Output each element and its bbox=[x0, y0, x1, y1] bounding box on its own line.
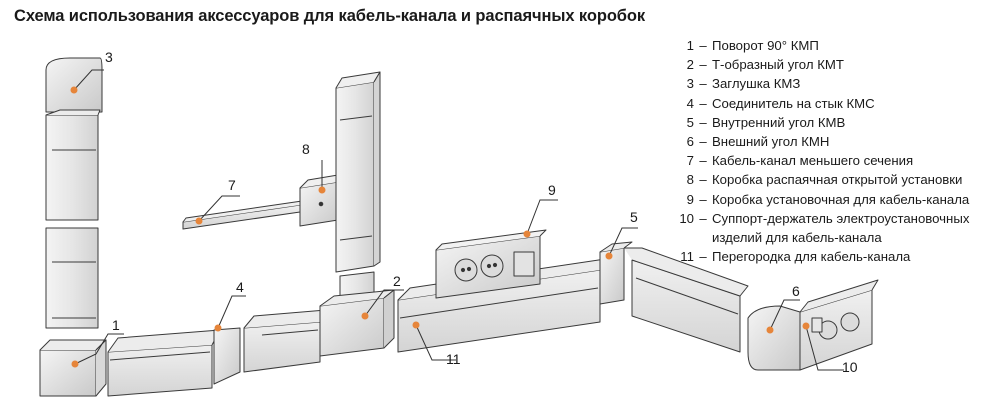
callout-dots bbox=[70, 86, 810, 368]
legend-item: 5–Внутренний угол КМВ bbox=[668, 113, 986, 132]
legend-num: 11 bbox=[680, 249, 694, 265]
legend-num: 3 bbox=[686, 76, 694, 92]
callout-dot-2 bbox=[361, 312, 369, 320]
callout-dot-5 bbox=[605, 252, 613, 260]
callout-dot-9 bbox=[523, 230, 531, 238]
small-duct bbox=[182, 200, 303, 230]
callout-dot-10 bbox=[802, 322, 810, 330]
legend-num: 9 bbox=[686, 191, 694, 207]
legend-text: Коробка установочная для кабель-канала bbox=[712, 191, 970, 207]
legend-num: 6 bbox=[686, 134, 694, 150]
legend-dash: – bbox=[699, 134, 707, 150]
t-corner bbox=[319, 289, 395, 357]
page-title: Схема использования аксессуаров для кабе… bbox=[14, 7, 646, 25]
callout-label-9: 9 bbox=[548, 182, 556, 198]
legend: 1–Поворот 90° КМП 2–Т-образный угол КМТ … bbox=[668, 36, 986, 266]
legend-dash: – bbox=[699, 76, 707, 92]
legend-dash: – bbox=[699, 249, 707, 265]
callout-dot-3 bbox=[70, 86, 78, 94]
legend-num: 10 bbox=[679, 210, 694, 226]
legend-dash: – bbox=[699, 191, 707, 207]
callout-dot-1 bbox=[71, 360, 79, 368]
legend-dash: – bbox=[699, 38, 707, 53]
callout-label-4: 4 bbox=[236, 279, 244, 295]
legend-text: Т-образный угол КМТ bbox=[712, 57, 844, 73]
legend-text: Внешний угол КМН bbox=[712, 134, 830, 150]
legend-num: 7 bbox=[686, 153, 694, 169]
legend-text: Соединитель на стык КМС bbox=[712, 95, 875, 111]
legend-text: Поворот 90° КМП bbox=[712, 38, 819, 53]
callout-label-2: 2 bbox=[393, 273, 401, 289]
legend-item: 6–Внешний угол КМН bbox=[668, 132, 986, 151]
legend-item: 8–Коробка распаячная открытой установки bbox=[668, 170, 986, 189]
inner-corner bbox=[599, 241, 749, 353]
callout-dot-11 bbox=[412, 321, 420, 329]
legend-dash: – bbox=[699, 57, 707, 73]
callout-label-8: 8 bbox=[302, 141, 310, 157]
vertical-duct-middle bbox=[335, 71, 381, 305]
legend-dash: – bbox=[699, 172, 707, 188]
legend-num: 8 bbox=[686, 172, 694, 188]
callout-label-6: 6 bbox=[792, 283, 800, 299]
legend-text: Перегородка для кабель-канала bbox=[712, 249, 911, 265]
callout-label-7: 7 bbox=[228, 177, 236, 193]
legend-num: 2 bbox=[686, 57, 694, 73]
legend-text: Коробка распаячная открытой установки bbox=[712, 172, 963, 188]
legend-item: 10–Суппорт-держатель электроустановочных… bbox=[668, 209, 986, 247]
callout-dot-4 bbox=[214, 324, 222, 332]
callout-leaders bbox=[73, 69, 844, 371]
legend-num: 5 bbox=[686, 114, 694, 130]
callout-label-1: 1 bbox=[112, 317, 120, 333]
horizontal-duct-main bbox=[397, 229, 613, 353]
legend-item: 1–Поворот 90° КМП bbox=[668, 36, 986, 55]
legend-item: 4–Соединитель на стык КМС bbox=[668, 94, 986, 113]
legend-item: 2–Т-образный угол КМТ bbox=[668, 55, 986, 74]
callout-label-11: 11 bbox=[446, 351, 461, 367]
legend-text: Суппорт-держатель электроустановочных из… bbox=[712, 210, 970, 246]
legend-text: Кабель-канал меньшего сечения bbox=[712, 153, 914, 169]
callout-dot-6 bbox=[766, 326, 774, 334]
legend-item: 3–Заглушка КМЗ bbox=[668, 74, 986, 93]
legend-text: Внутренний угол КМВ bbox=[712, 114, 846, 130]
legend-num: 1 bbox=[686, 38, 694, 53]
legend-item: 7–Кабель-канал меньшего сечения bbox=[668, 151, 986, 170]
callout-label-3: 3 bbox=[105, 49, 113, 65]
legend-dash: – bbox=[699, 114, 707, 130]
outer-corner bbox=[747, 279, 879, 371]
legend-item: 9–Коробка установочная для кабель-канала bbox=[668, 190, 986, 209]
legend-item: 11–Перегородка для кабель-канала bbox=[668, 247, 986, 266]
legend-dash: – bbox=[699, 153, 707, 169]
horizontal-duct-left bbox=[107, 309, 327, 397]
callout-label-10: 10 bbox=[842, 359, 858, 375]
legend-dash: – bbox=[699, 95, 707, 111]
legend-dash: – bbox=[699, 210, 707, 226]
legend-num: 4 bbox=[686, 95, 694, 111]
vertical-duct-left bbox=[39, 57, 107, 397]
legend-text: Заглушка КМЗ bbox=[712, 76, 801, 92]
callout-label-5: 5 bbox=[630, 209, 638, 225]
callout-dot-8 bbox=[318, 186, 326, 194]
callout-dot-7 bbox=[195, 217, 203, 225]
